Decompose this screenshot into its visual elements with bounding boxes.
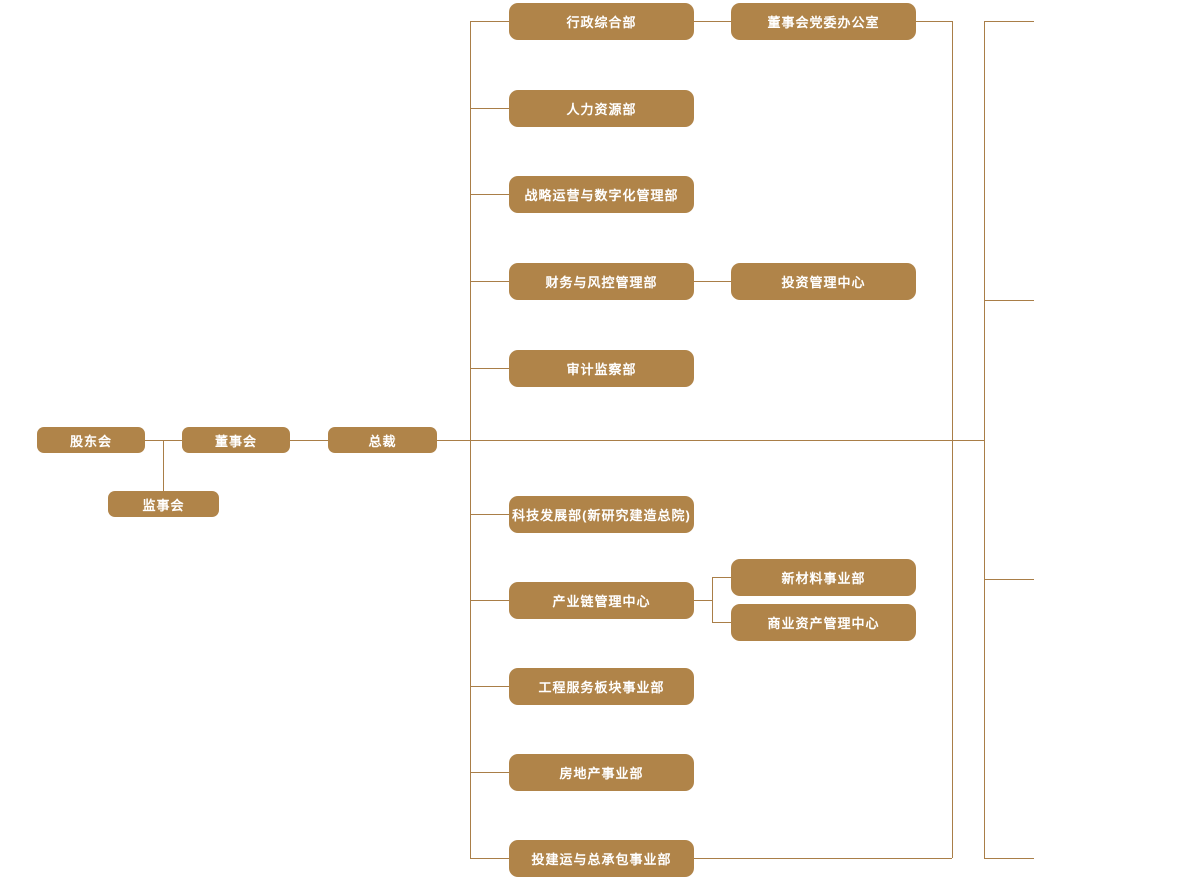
node-hr-dept: 人力资源部	[509, 90, 694, 127]
connector-president-main	[437, 440, 984, 441]
node-admin-general-dept: 行政综合部	[509, 3, 694, 40]
connector-stub-dept-6	[470, 514, 509, 515]
connector-left-bracket	[470, 21, 471, 859]
node-shareholders-meeting: 股东会	[37, 427, 145, 453]
node-new-materials-dept: 新材料事业部	[731, 559, 916, 596]
node-tech-development-dept: 科技发展部(新研究建造总院)	[509, 496, 694, 533]
connector-industrychain-subbracket	[694, 600, 712, 601]
connector-right-stub-1	[984, 21, 1034, 22]
connector-stub-dept-10	[470, 858, 509, 859]
node-strategy-digital-dept: 战略运营与数字化管理部	[509, 176, 694, 213]
node-investment-management-center: 投资管理中心	[731, 263, 916, 300]
connector-stub-dept-4	[470, 281, 509, 282]
connector-stub-newmaterials	[712, 577, 731, 578]
connector-board-president	[290, 440, 328, 441]
connector-right-stub-4	[984, 858, 1034, 859]
connector-right-bracket-inner	[952, 21, 953, 858]
connector-finance-investmentcenter	[694, 281, 731, 282]
node-engineering-services-dept: 工程服务板块事业部	[509, 668, 694, 705]
node-board-party-office: 董事会党委办公室	[731, 3, 916, 40]
connector-right-stub-3	[984, 579, 1034, 580]
node-president: 总裁	[328, 427, 437, 453]
connector-admin-partyoffice	[694, 21, 731, 22]
node-finance-risk-dept: 财务与风控管理部	[509, 263, 694, 300]
node-board-of-directors: 董事会	[182, 427, 290, 453]
connector-stub-dept-3	[470, 194, 509, 195]
connector-supervisory-drop	[163, 440, 164, 491]
connector-right-bracket-outer	[984, 21, 985, 859]
connector-sub-bracket	[712, 577, 713, 623]
connector-right-stub-2	[984, 300, 1034, 301]
node-industry-chain-center: 产业链管理中心	[509, 582, 694, 619]
connector-stub-dept-7	[470, 600, 509, 601]
node-real-estate-dept: 房地产事业部	[509, 754, 694, 791]
connector-partyoffice-rightbracket	[916, 21, 952, 22]
node-investment-construction-epc-dept: 投建运与总承包事业部	[509, 840, 694, 877]
connector-stub-dept-2	[470, 108, 509, 109]
connector-stub-dept-1	[470, 21, 509, 22]
node-audit-supervision-dept: 审计监察部	[509, 350, 694, 387]
node-commercial-asset-center: 商业资产管理中心	[731, 604, 916, 641]
connector-stub-commercialasset	[712, 622, 731, 623]
connector-epc-rightbracket	[694, 858, 952, 859]
connector-stub-dept-9	[470, 772, 509, 773]
connector-stub-dept-8	[470, 686, 509, 687]
node-supervisory-board: 监事会	[108, 491, 219, 517]
connector-stub-dept-5	[470, 368, 509, 369]
